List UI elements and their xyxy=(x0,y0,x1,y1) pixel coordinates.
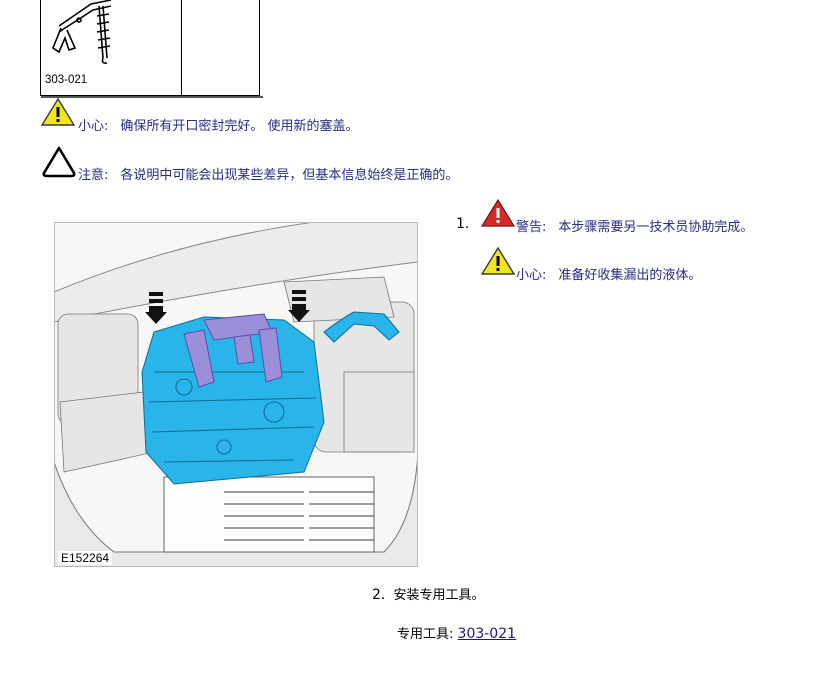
lifting-bracket xyxy=(183,313,283,388)
note-triangle-outline-icon xyxy=(42,146,76,178)
special-tool-reference: 专用工具: 303-021 xyxy=(397,623,516,642)
step-1-caution-text: 小心: 准备好收集漏出的液体。 xyxy=(516,264,701,283)
step-1-warning-text: 警告: 本步骤需要另一技术员协助完成。 xyxy=(516,216,753,235)
note-message: 各说明中可能会出现某些差异，但基本信息始终是正确的。 xyxy=(120,168,459,183)
warning-message: 本步骤需要另一技术员协助完成。 xyxy=(558,220,754,235)
engine-bay-figure: E152264 xyxy=(54,222,418,567)
step-caution-keyword: 小心: xyxy=(516,268,547,283)
caution-note xyxy=(40,97,76,131)
caution-note-text: 小心: 确保所有开口密封完好。 使用新的塞盖。 xyxy=(78,115,359,134)
general-note xyxy=(40,145,78,183)
engine-lifting-bracket-tool-image xyxy=(52,0,112,64)
step-1-caution xyxy=(480,246,516,280)
step-2: 2. 安装专用工具。 xyxy=(372,584,485,603)
engine-illustration xyxy=(54,222,418,567)
tool-code-label: 303-021 xyxy=(45,74,88,86)
special-tool-link[interactable]: 303-021 xyxy=(457,626,517,642)
caution-keyword: 小心: xyxy=(78,119,109,134)
warning-triangle-red-icon xyxy=(480,198,516,227)
step-2-text: 安装专用工具。 xyxy=(393,588,485,603)
general-note-text: 注意: 各说明中可能会出现某些差异，但基本信息始终是正确的。 xyxy=(78,164,458,183)
caution-triangle-yellow-icon xyxy=(40,97,76,126)
special-tool-table: 303-021 xyxy=(40,0,263,98)
step-1-warning xyxy=(480,198,516,232)
special-tool-label: 专用工具: xyxy=(397,627,454,642)
step-2-number: 2. xyxy=(372,587,386,603)
figure-label: E152264 xyxy=(58,551,113,565)
step-1-number: 1. xyxy=(456,216,470,232)
note-keyword: 注意: xyxy=(78,168,109,183)
caution-triangle-yellow-icon xyxy=(480,246,516,275)
attachment-arrows xyxy=(145,290,310,324)
warning-keyword: 警告: xyxy=(516,220,547,235)
caution-message: 确保所有开口密封完好。 使用新的塞盖。 xyxy=(120,119,359,134)
step-caution-message: 准备好收集漏出的液体。 xyxy=(558,268,702,283)
